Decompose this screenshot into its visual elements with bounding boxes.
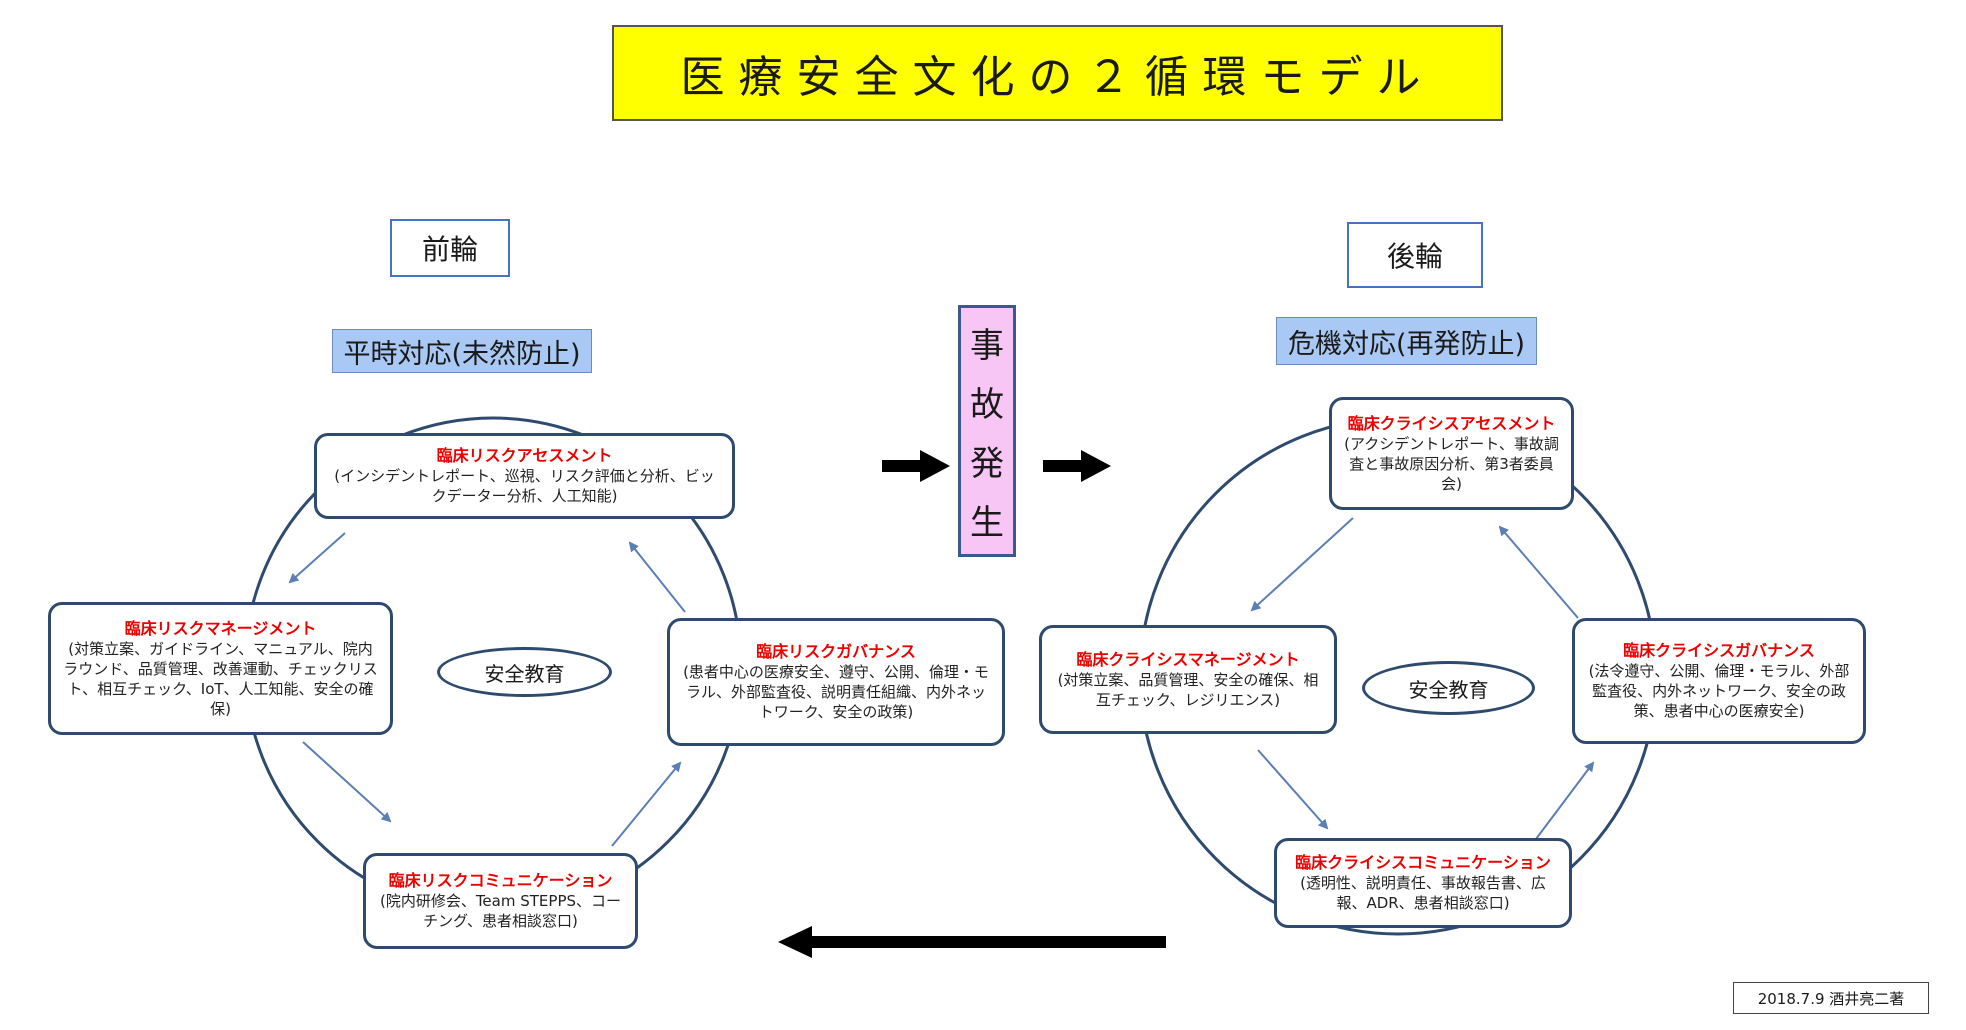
box-heading: 臨床リスクアセスメント xyxy=(436,446,613,465)
front-mode-label: 平時対応(未然防止) xyxy=(332,329,592,373)
rear-arrow-assessment-to-management xyxy=(1250,517,1354,612)
flow-arrow-out-of-event xyxy=(1043,450,1111,482)
box-body: (対策立案、ガイドライン、マニュアル、院内ラウンド、品質管理、改善運動、チェック… xyxy=(63,639,378,718)
rear-arrow-management-to-communication xyxy=(1257,749,1329,830)
box-body: (法令遵守、公開、倫理・モラル、外部監査役、内外ネットワーク、安全の政策、患者中… xyxy=(1588,662,1850,720)
rear-assessment-box: 臨床クライシスアセスメント (アクシデントレポート、事故調査と事故原因分析、第3… xyxy=(1329,397,1574,510)
front-governance-box: 臨床リスクガバナンス (患者中心の医療安全、遵守、公開、倫理・モラル、外部監査役… xyxy=(667,618,1005,746)
box-body: (インシデントレポート、巡視、リスク評価と分析、ビックデーター分析、人工知能) xyxy=(334,467,715,505)
front-arrow-communication-to-governance xyxy=(611,761,682,847)
box-heading: 臨床クライシスガバナンス xyxy=(1623,641,1815,660)
front-wheel-label: 前輪 xyxy=(390,219,510,277)
front-management-box: 臨床リスクマネージメント (対策立案、ガイドライン、マニュアル、院内ラウンド、品… xyxy=(48,602,393,735)
box-heading: 臨床リスクマネージメント xyxy=(124,618,317,638)
box-body: (対策立案、品質管理、安全の確保、相互チェック、レジリエンス) xyxy=(1057,670,1319,709)
rear-mode-label: 危機対応(再発防止) xyxy=(1276,317,1537,365)
event-char: 事 xyxy=(970,326,1004,366)
front-assessment-box: 臨床リスクアセスメント (インシデントレポート、巡視、リスク評価と分析、ビックデ… xyxy=(314,433,735,519)
box-heading: 臨床クライシスアセスメント xyxy=(1347,413,1556,433)
rear-governance-box: 臨床クライシスガバナンス (法令遵守、公開、倫理・モラル、外部監査役、内外ネット… xyxy=(1572,618,1866,744)
accident-occurrence-box: 事 故 発 生 xyxy=(958,305,1016,557)
rear-arrow-governance-to-assessment xyxy=(1498,525,1579,619)
return-arrow xyxy=(778,926,1166,958)
rear-management-box: 臨床クライシスマネージメント (対策立案、品質管理、安全の確保、相互チェック、レ… xyxy=(1039,625,1337,734)
rear-wheel-label: 後輪 xyxy=(1347,222,1483,288)
box-heading: 臨床クライシスマネージメント xyxy=(1076,649,1300,669)
event-char: 生 xyxy=(970,503,1004,543)
front-arrow-assessment-to-management xyxy=(288,532,346,584)
front-safety-education: 安全教育 xyxy=(437,647,612,697)
rear-communication-box: 臨床クライシスコミュニケーション (透明性、説明責任、事故報告書、広報、ADR、… xyxy=(1274,838,1572,928)
front-arrow-management-to-communication xyxy=(302,741,392,823)
box-heading: 臨床リスクコミュニケーション xyxy=(388,871,613,890)
box-body: (院内研修会、Team STEPPS、コーチング、患者相談窓口) xyxy=(379,892,622,930)
box-body: (患者中心の医療安全、遵守、公開、倫理・モラル、外部監査役、説明責任組織、内外ネ… xyxy=(683,663,989,721)
front-arrow-governance-to-assessment xyxy=(628,541,686,613)
rear-arrow-communication-to-governance xyxy=(1532,761,1595,844)
box-heading: 臨床クライシスコミュニケーション xyxy=(1295,853,1551,872)
box-body: (アクシデントレポート、事故調査と事故原因分析、第3者委員会) xyxy=(1344,434,1559,493)
front-communication-box: 臨床リスクコミュニケーション (院内研修会、Team STEPPS、コーチング、… xyxy=(363,853,638,949)
flow-arrow-into-event xyxy=(882,450,950,482)
rear-safety-education: 安全教育 xyxy=(1362,661,1535,715)
diagram-title: 医療安全文化の２循環モデル xyxy=(612,25,1503,121)
author-credit: 2018.7.9 酒井亮二著 xyxy=(1733,982,1929,1014)
box-heading: 臨床リスクガバナンス xyxy=(756,642,916,661)
box-body: (透明性、説明責任、事故報告書、広報、ADR、患者相談窓口) xyxy=(1300,874,1546,912)
event-char: 発 xyxy=(970,444,1004,484)
event-char: 故 xyxy=(970,385,1004,425)
